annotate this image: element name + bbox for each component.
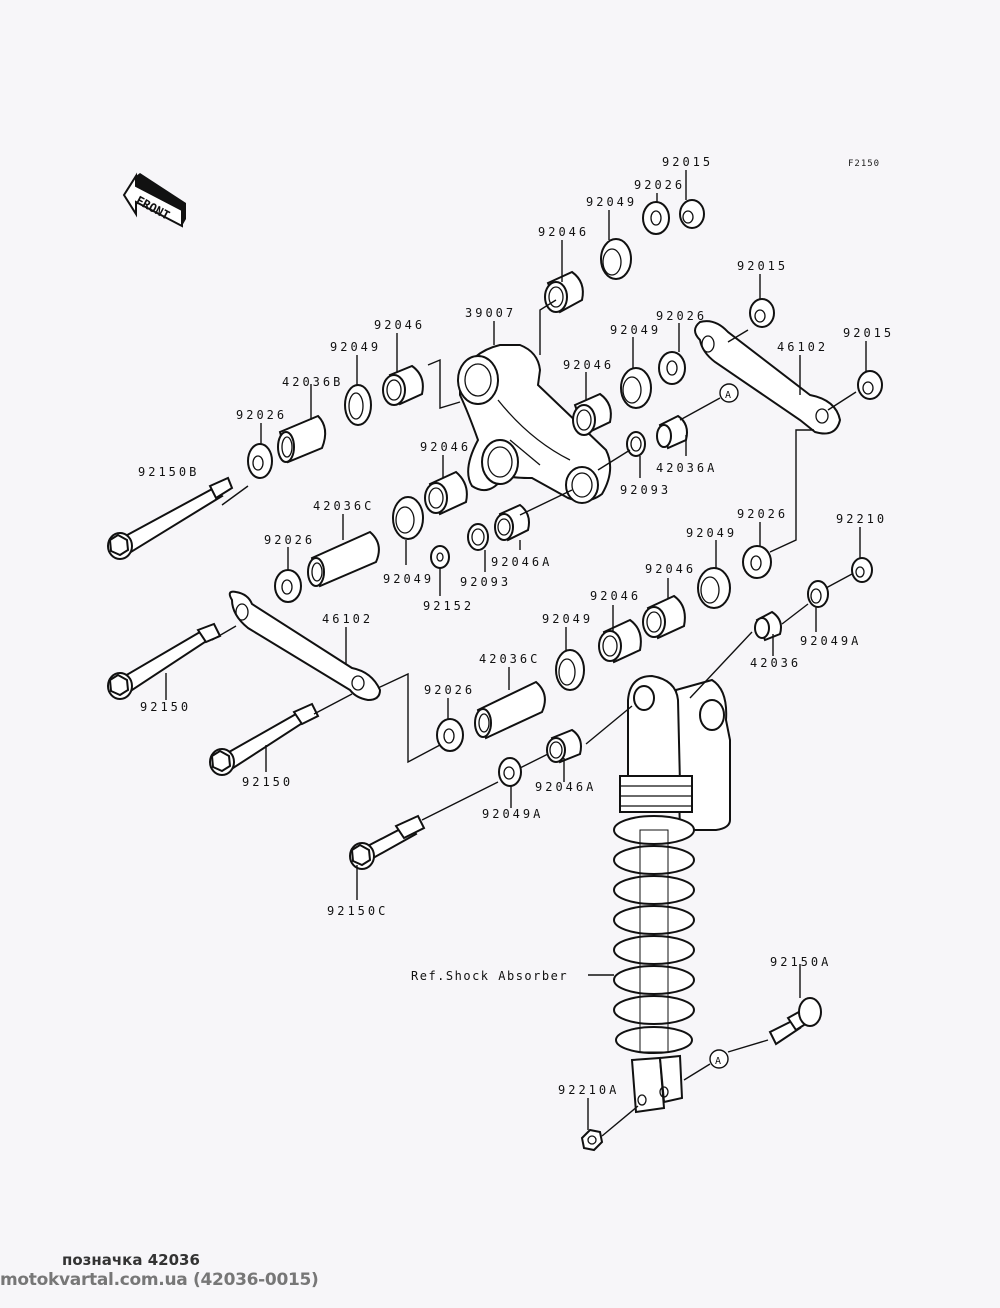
label-92150B: 92150B <box>138 465 199 479</box>
shock-absorber <box>613 674 731 1114</box>
label-42036: 42036 <box>750 656 801 670</box>
ref-marker-a-lower: A <box>709 1049 729 1069</box>
label-92049A: 92049A <box>482 807 543 821</box>
label-92046: 92046 <box>420 440 471 454</box>
washer-92026-mid <box>658 351 686 385</box>
label-92026: 92026 <box>656 309 707 323</box>
label-92049A: 92049A <box>800 634 861 648</box>
label-92046: 92046 <box>538 225 589 239</box>
washer-92026-left <box>247 443 273 479</box>
label-92150A: 92150A <box>770 955 831 969</box>
collar-42036C-lower <box>474 680 546 740</box>
washer-92026-c <box>274 569 302 603</box>
label-92015: 92015 <box>662 155 713 169</box>
nut-92015-mid <box>749 298 775 328</box>
oil-seal-92049-c <box>392 496 424 540</box>
label-46102: 46102 <box>322 612 373 626</box>
tie-rod-46102-lower <box>228 590 382 702</box>
needle-bearing-92046-mid <box>572 392 612 436</box>
label-92150C: 92150C <box>327 904 388 918</box>
footer-caption: позначка 42036 <box>62 1251 200 1269</box>
label-42036B: 42036B <box>282 375 343 389</box>
needle-bearing-92046A-lower <box>546 728 582 764</box>
label-92046A: 92046A <box>535 780 596 794</box>
label-42036C: 42036C <box>313 499 374 513</box>
label-ref-shock-absorber: Ref.Shock Absorber <box>411 969 568 983</box>
assembly-lines <box>165 170 867 1137</box>
label-92026: 92026 <box>264 533 315 547</box>
needle-bearing-92046-c <box>424 470 468 516</box>
svg-text:A: A <box>725 390 731 401</box>
nut-92015-top <box>679 199 705 229</box>
collar-42036B <box>277 414 327 464</box>
collar-42036C-upper <box>307 530 380 588</box>
needle-bearing-92046-top <box>544 270 584 314</box>
washer-92026-right <box>742 545 772 579</box>
label-92049: 92049 <box>586 195 637 209</box>
coil-spring <box>613 815 695 1054</box>
label-92026: 92026 <box>737 507 788 521</box>
needle-bearing-92046-d <box>598 618 642 664</box>
label-92046: 92046 <box>645 562 696 576</box>
label-92046A: 92046A <box>491 555 552 569</box>
collar-42036A <box>656 414 688 450</box>
label-92049: 92049 <box>686 526 737 540</box>
label-92150: 92150 <box>242 775 293 789</box>
oil-seal-92049-top <box>600 238 632 280</box>
label-92026: 92026 <box>236 408 287 422</box>
diagram-code: F2150 <box>848 159 880 169</box>
label-92049: 92049 <box>330 340 381 354</box>
footer-source: motokvartal.com.ua (42036-0015) <box>0 1270 319 1290</box>
bolt-92150B <box>107 476 234 560</box>
label-92046: 92046 <box>590 589 641 603</box>
label-92046: 92046 <box>563 358 614 372</box>
rocker-arm-39007 <box>457 344 612 504</box>
label-92049: 92049 <box>610 323 661 337</box>
washer-92152 <box>430 545 450 569</box>
collar-42036 <box>754 610 782 642</box>
front-arrow-icon: FRONT <box>122 172 186 228</box>
bolt-92150C <box>349 814 426 870</box>
part-labels: 92015 92026 92049 92046 92015 92015 3900… <box>138 155 894 1097</box>
label-92015: 92015 <box>737 259 788 273</box>
label-92093: 92093 <box>460 575 511 589</box>
label-46102: 46102 <box>777 340 828 354</box>
needle-bearing-92046-left <box>382 364 424 406</box>
label-92026: 92026 <box>634 178 685 192</box>
label-92210A: 92210A <box>558 1083 619 1097</box>
label-92093: 92093 <box>620 483 671 497</box>
label-42036C: 42036C <box>479 652 540 666</box>
needle-bearing-92046-right <box>642 594 686 640</box>
label-92026: 92026 <box>424 683 475 697</box>
label-92152: 92152 <box>423 599 474 613</box>
nut-92015-right <box>857 370 883 400</box>
seal-92093-upper <box>626 431 646 457</box>
label-42036A: 42036A <box>656 461 717 475</box>
bolt-92150-lower <box>209 702 320 776</box>
label-39007: 39007 <box>465 306 516 320</box>
nut-92210A <box>580 1128 604 1152</box>
label-92015: 92015 <box>843 326 894 340</box>
washer-92026-lower <box>436 718 464 752</box>
ref-marker-a-upper: A <box>719 383 739 403</box>
seal-92093-lower <box>467 523 489 551</box>
label-92150: 92150 <box>140 700 191 714</box>
label-92049: 92049 <box>542 612 593 626</box>
needle-bearing-92046A-upper <box>494 503 530 542</box>
label-92046: 92046 <box>374 318 425 332</box>
label-92049: 92049 <box>383 572 434 586</box>
oil-seal-92049-d <box>555 649 585 691</box>
bolt-92150A <box>768 997 822 1046</box>
label-92210: 92210 <box>836 512 887 526</box>
oil-seal-92049-mid <box>620 367 652 409</box>
seal-92049A-lower <box>498 757 522 787</box>
bolt-92150-upper <box>107 622 222 700</box>
oil-seal-92049-right <box>697 567 731 609</box>
seal-92049A-right <box>807 580 829 608</box>
nut-92210 <box>851 557 873 583</box>
tie-rod-46102-upper <box>694 320 842 435</box>
oil-seal-92049-left <box>344 384 372 426</box>
svg-text:A: A <box>715 1056 721 1067</box>
washer-92026-top <box>642 201 670 235</box>
